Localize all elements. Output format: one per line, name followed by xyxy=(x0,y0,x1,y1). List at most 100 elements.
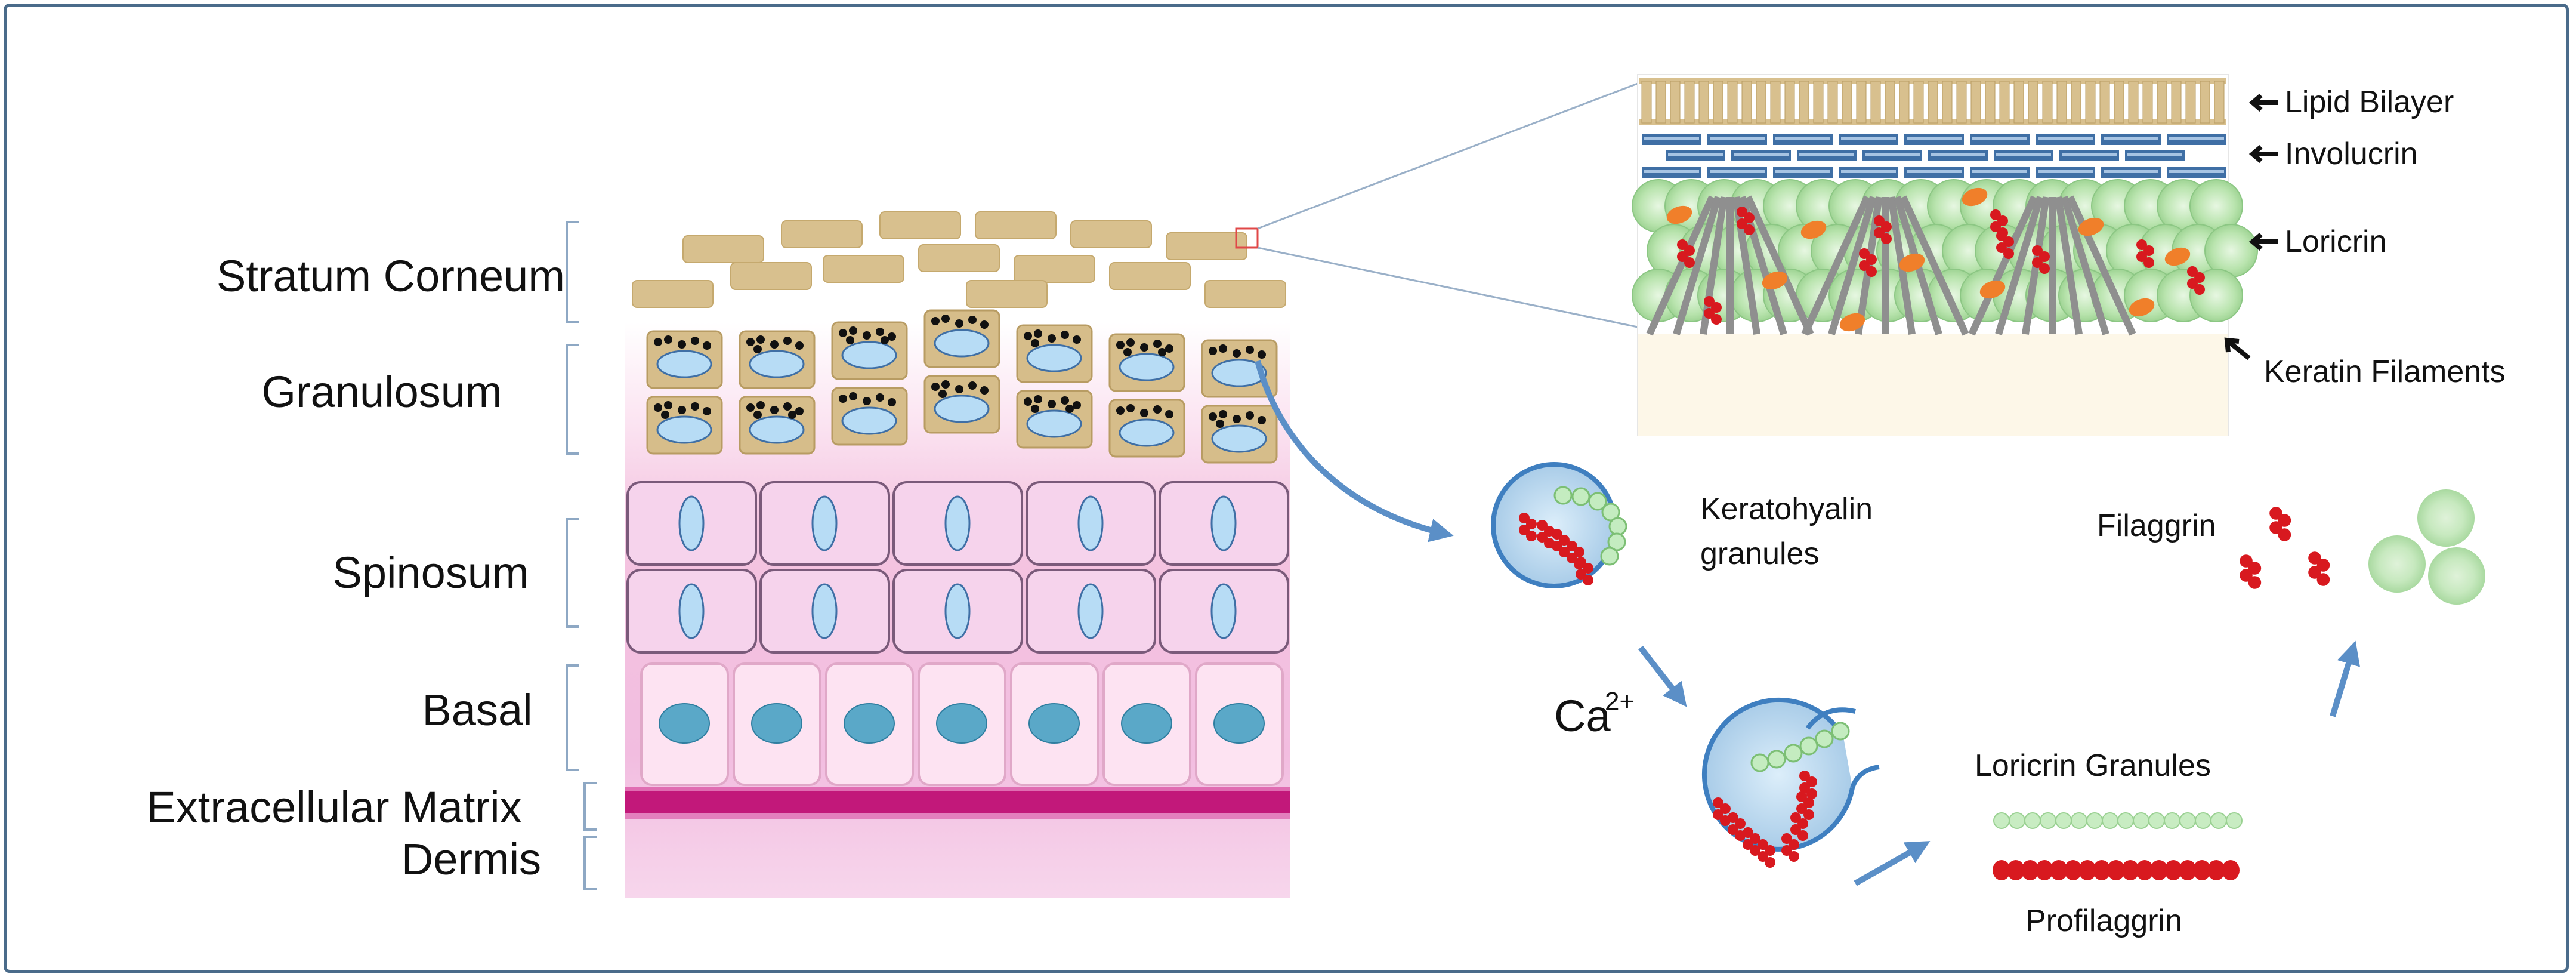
nucleus xyxy=(934,395,990,423)
keratohyalin-dot xyxy=(955,319,963,328)
keratohyalin-dot xyxy=(703,341,711,350)
filaggrin-red xyxy=(2032,245,2050,274)
keratohyalin-dot xyxy=(691,402,699,411)
keratohyalin-dot xyxy=(654,403,662,412)
keratohyalin-dot xyxy=(1246,346,1254,354)
profilaggrin-unit xyxy=(1576,557,1593,585)
bracket-extracellular-matrix xyxy=(583,782,597,831)
keratohyalin-dot xyxy=(1073,335,1081,344)
keratohyalin-dot xyxy=(876,328,884,336)
keratohyalin-dot xyxy=(1024,397,1032,406)
stratum-corneum-cells xyxy=(632,211,1286,308)
keratin-filament xyxy=(1744,195,1814,336)
loricrin-sphere xyxy=(2189,269,2243,322)
arrow-loricrin xyxy=(2248,232,2278,251)
keratin-filament xyxy=(1673,196,1722,335)
granular-cell xyxy=(831,321,908,380)
loricrin-granule xyxy=(2055,812,2072,829)
nucleus xyxy=(678,583,705,639)
profilaggrin-unit xyxy=(2150,860,2168,880)
keratohyalin-dot xyxy=(1140,409,1148,417)
keratohyalin-dot xyxy=(1061,331,1069,339)
loricrin-bead xyxy=(1767,750,1786,769)
keratohyalin-dot xyxy=(849,392,857,400)
keratohyalin-dot xyxy=(1158,348,1166,356)
profilaggrin-unit xyxy=(2021,860,2039,880)
nucleus xyxy=(844,703,895,744)
lipid-molecule xyxy=(2114,81,2124,124)
lipid-molecule xyxy=(1713,81,1723,124)
loricrin-layer xyxy=(1632,179,2258,336)
loricrin-granule xyxy=(2024,812,2041,829)
lipid-molecule xyxy=(1727,81,1738,124)
arrow-to-keratohyalin xyxy=(1255,360,1454,543)
nucleus xyxy=(1211,359,1267,387)
spinous-cell xyxy=(892,569,1023,654)
nucleus xyxy=(678,495,705,551)
released-loricrin-beads xyxy=(1750,722,1850,772)
filaggrin-fragment xyxy=(1979,280,2006,299)
lipid-molecule xyxy=(1999,81,2010,124)
lipid-molecule xyxy=(2013,81,2024,124)
granular-cell xyxy=(739,396,816,455)
loricrin-granule xyxy=(2226,812,2243,829)
basal-cell xyxy=(825,662,914,786)
spinous-cell xyxy=(1159,569,1289,654)
loricrin-bead xyxy=(1553,486,1573,505)
lipid-molecule xyxy=(1885,81,1895,124)
lipid-molecule xyxy=(1985,81,1996,124)
granulosum-cells xyxy=(646,309,1278,464)
loricrin-monomer-2 xyxy=(2368,535,2426,593)
released-profilaggrin xyxy=(1713,771,1817,868)
lipid-molecule xyxy=(1770,81,1781,124)
keratohyalin-dot xyxy=(863,331,871,340)
granular-cell xyxy=(646,396,723,455)
loricrin-granule xyxy=(2195,812,2211,829)
filaggrin-monomer xyxy=(2240,554,2262,589)
keratin-filament xyxy=(2055,196,2083,335)
keratohyalin-dot xyxy=(783,337,792,345)
keratin-filament xyxy=(1968,195,2038,336)
nucleus xyxy=(1077,583,1104,639)
spinous-cell xyxy=(1159,481,1289,566)
lipid-molecule xyxy=(1928,81,1938,124)
lipid-molecule xyxy=(2099,81,2110,124)
keratohyalin-dot xyxy=(788,411,796,419)
keratohyalin-dot xyxy=(1031,339,1039,347)
lipid-molecule xyxy=(1784,81,1795,124)
loricrin-bead xyxy=(1588,492,1607,511)
keratohyalin-profilaggrin xyxy=(1519,513,1593,585)
basal-cell xyxy=(1010,662,1099,786)
lipid-molecule xyxy=(1756,81,1766,124)
keratohyalin-dot xyxy=(1153,405,1162,414)
nucleus xyxy=(749,415,805,444)
keratohyalin-dot xyxy=(795,341,804,350)
keratohyalin-dot xyxy=(753,345,762,353)
keratohyalin-dot xyxy=(678,406,686,414)
spinous-cell xyxy=(1026,569,1156,654)
zoom-box xyxy=(1235,227,1259,249)
profilaggrin-unit xyxy=(1993,860,2010,880)
profilaggrin-unit xyxy=(2164,860,2182,880)
filaggrin-fragment xyxy=(1839,313,1865,332)
keratohyalin-dot xyxy=(1216,420,1224,428)
lipid-molecule xyxy=(1655,81,1666,124)
nucleus xyxy=(1119,353,1175,381)
keratin-filament xyxy=(1828,196,1877,335)
granular-cell xyxy=(1201,339,1278,398)
nucleus xyxy=(659,703,710,744)
loricrin-bead xyxy=(1607,532,1626,551)
label-stratum-corneum: Stratum Corneum xyxy=(217,251,565,301)
keratohyalin-dot xyxy=(664,335,672,344)
keratohyalin-dot xyxy=(968,316,977,324)
lipid-molecule xyxy=(2028,81,2038,124)
loricrin-bead xyxy=(1601,503,1620,522)
label-calcium-charge: 2+ xyxy=(1605,687,1635,716)
profilaggrin-unit xyxy=(2207,860,2225,880)
nucleus xyxy=(1119,418,1175,447)
filaggrin-fragment xyxy=(1762,271,1788,290)
spinous-cell xyxy=(759,481,890,566)
keratin-filament xyxy=(2067,195,2136,336)
loricrin-bead xyxy=(1815,729,1834,748)
loricrin-granule xyxy=(1993,812,2010,829)
